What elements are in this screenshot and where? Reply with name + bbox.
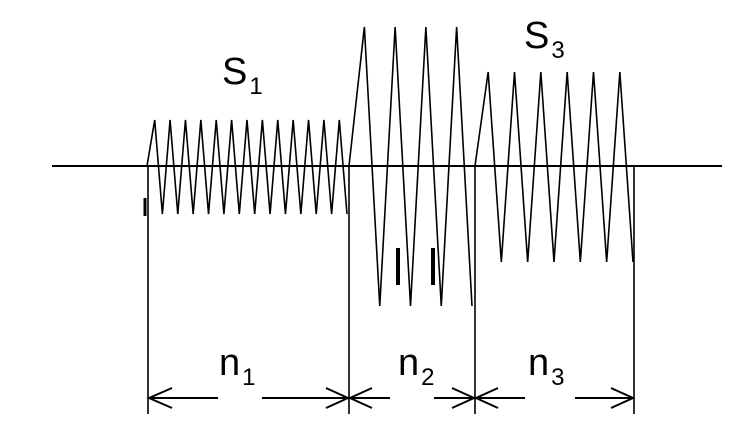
label-n1: n1 — [219, 342, 256, 391]
label-n2: n2 — [398, 342, 435, 391]
label-n3: n3 — [528, 342, 565, 391]
label-s1: S1 — [222, 51, 263, 100]
dimension-arrow-n2 — [347, 387, 477, 409]
dimension-arrow-n3 — [473, 387, 636, 409]
dimension-arrow-n1 — [146, 387, 351, 409]
label-s3: S3 — [524, 15, 565, 64]
waveform-block-3 — [474, 71, 634, 263]
waveform-block-1 — [146, 119, 348, 215]
waveform-block-2 — [348, 26, 473, 307]
